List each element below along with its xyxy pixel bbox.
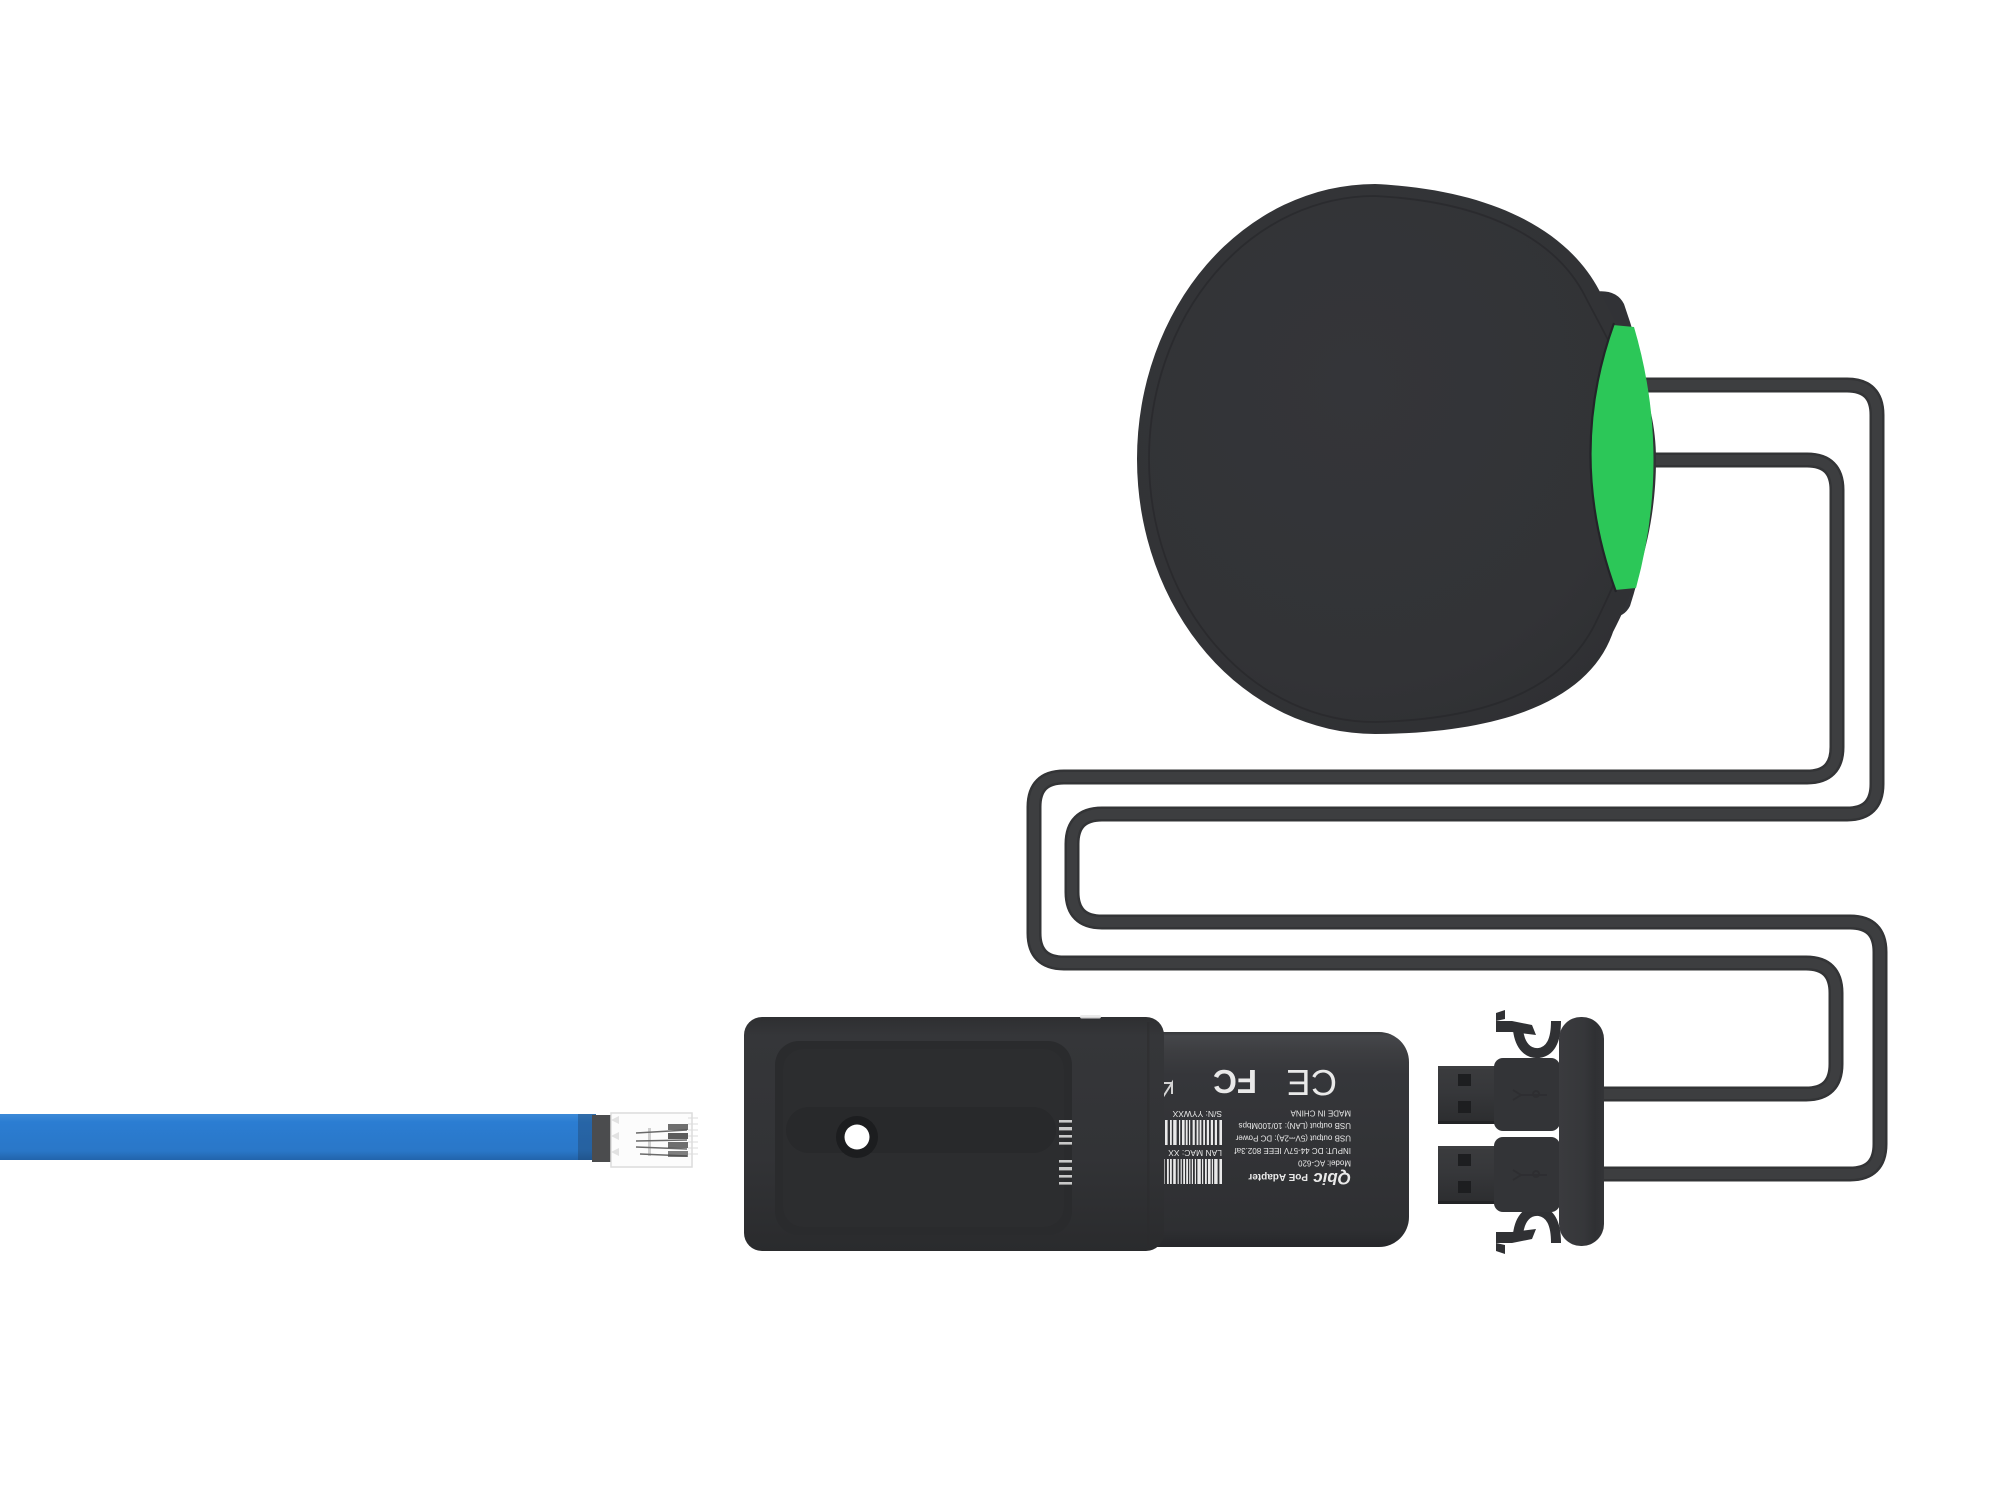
svg-text:USB output (LAN): 10/100Mbps: USB output (LAN): 10/100Mbps — [1238, 1121, 1351, 1130]
svg-text:INPUT: DC 44-57V IEEE 802.3: INPUT: DC 44-57V IEEE 802.3af — [1234, 1146, 1351, 1155]
svg-text:FC: FC — [1213, 1063, 1257, 1100]
svg-text:USB output (5V⎓2A): DC Power: USB output (5V⎓2A): DC Power — [1235, 1134, 1351, 1143]
svg-text:CE: CE — [1286, 1062, 1337, 1103]
svg-text:Model: AC-620: Model: AC-620 — [1298, 1159, 1351, 1168]
svg-text:Qbic: Qbic — [1313, 1169, 1351, 1188]
svg-text:PoE Adapter: PoE Adapter — [1248, 1171, 1308, 1182]
svg-text:S/N: YYWXX: S/N: YYWXX — [1172, 1109, 1222, 1119]
svg-text:LAN MAC: XX: LAN MAC: XX — [1168, 1148, 1222, 1158]
svg-text:MADE IN CHINA: MADE IN CHINA — [1290, 1109, 1351, 1118]
